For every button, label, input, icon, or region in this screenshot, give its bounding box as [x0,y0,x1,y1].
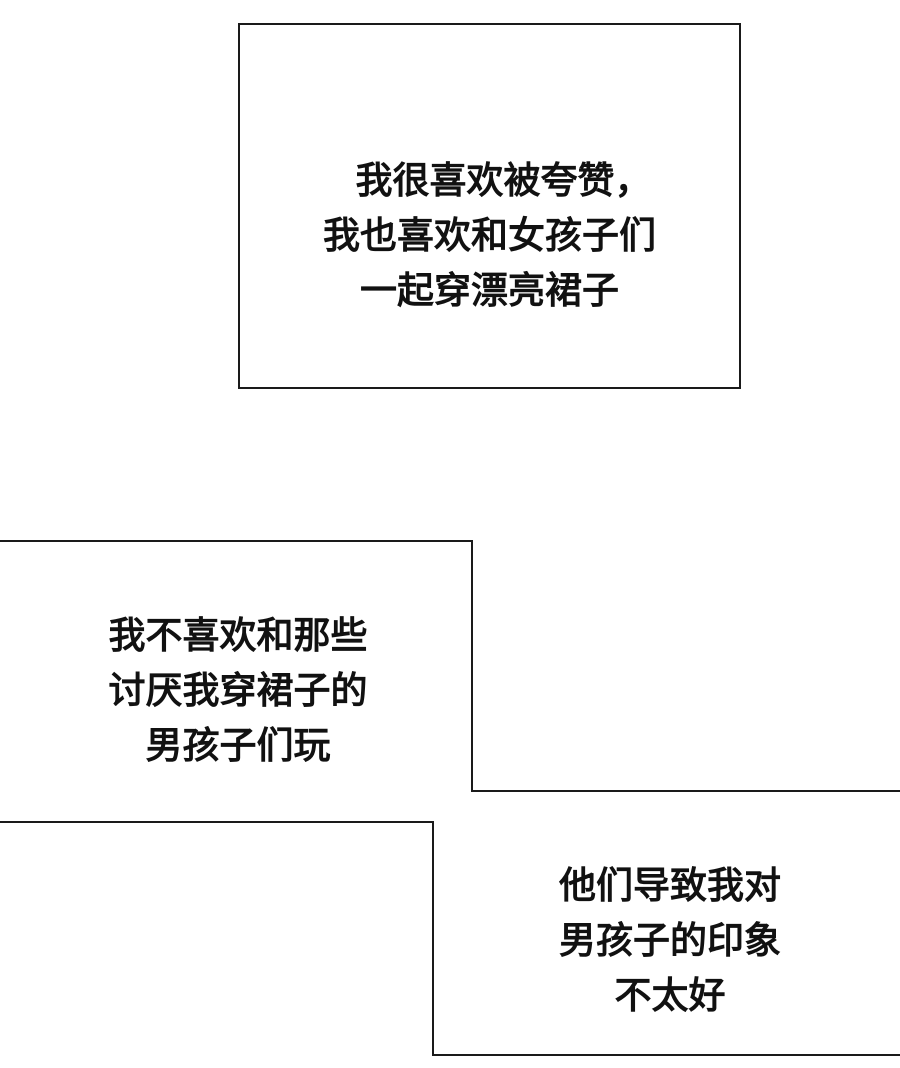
caption-text-2: 我不喜欢和那些 讨厌我穿裙子的 男孩子们玩 [0,608,480,773]
caption-text-1: 我很喜欢被夸赞， 我也喜欢和女孩子们 一起穿漂亮裙子 [240,153,739,318]
caption-line: 男孩子的印象 [559,919,781,962]
panel-border-rule [471,790,900,792]
caption-line: 我很喜欢被夸赞， [355,159,652,202]
caption-line: 我也喜欢和女孩子们 [323,214,656,257]
caption-line: 不太好 [614,974,726,1017]
panel-border-rule [0,821,434,823]
caption-line: 他们导致我对 [559,864,781,907]
caption-line: 一起穿漂亮裙子 [360,269,619,312]
caption-text-3: 他们导致我对 男孩子的印象 不太好 [434,858,900,1023]
caption-panel-1: 我很喜欢被夸赞， 我也喜欢和女孩子们 一起穿漂亮裙子 [238,23,741,389]
caption-line: 男孩子们玩 [145,724,331,767]
caption-line: 讨厌我穿裙子的 [108,669,368,712]
caption-line: 我不喜欢和那些 [108,614,368,657]
caption-panel-3: 他们导致我对 男孩子的印象 不太好 [432,821,900,1056]
caption-panel-2: 我不喜欢和那些 讨厌我穿裙子的 男孩子们玩 [0,540,473,792]
